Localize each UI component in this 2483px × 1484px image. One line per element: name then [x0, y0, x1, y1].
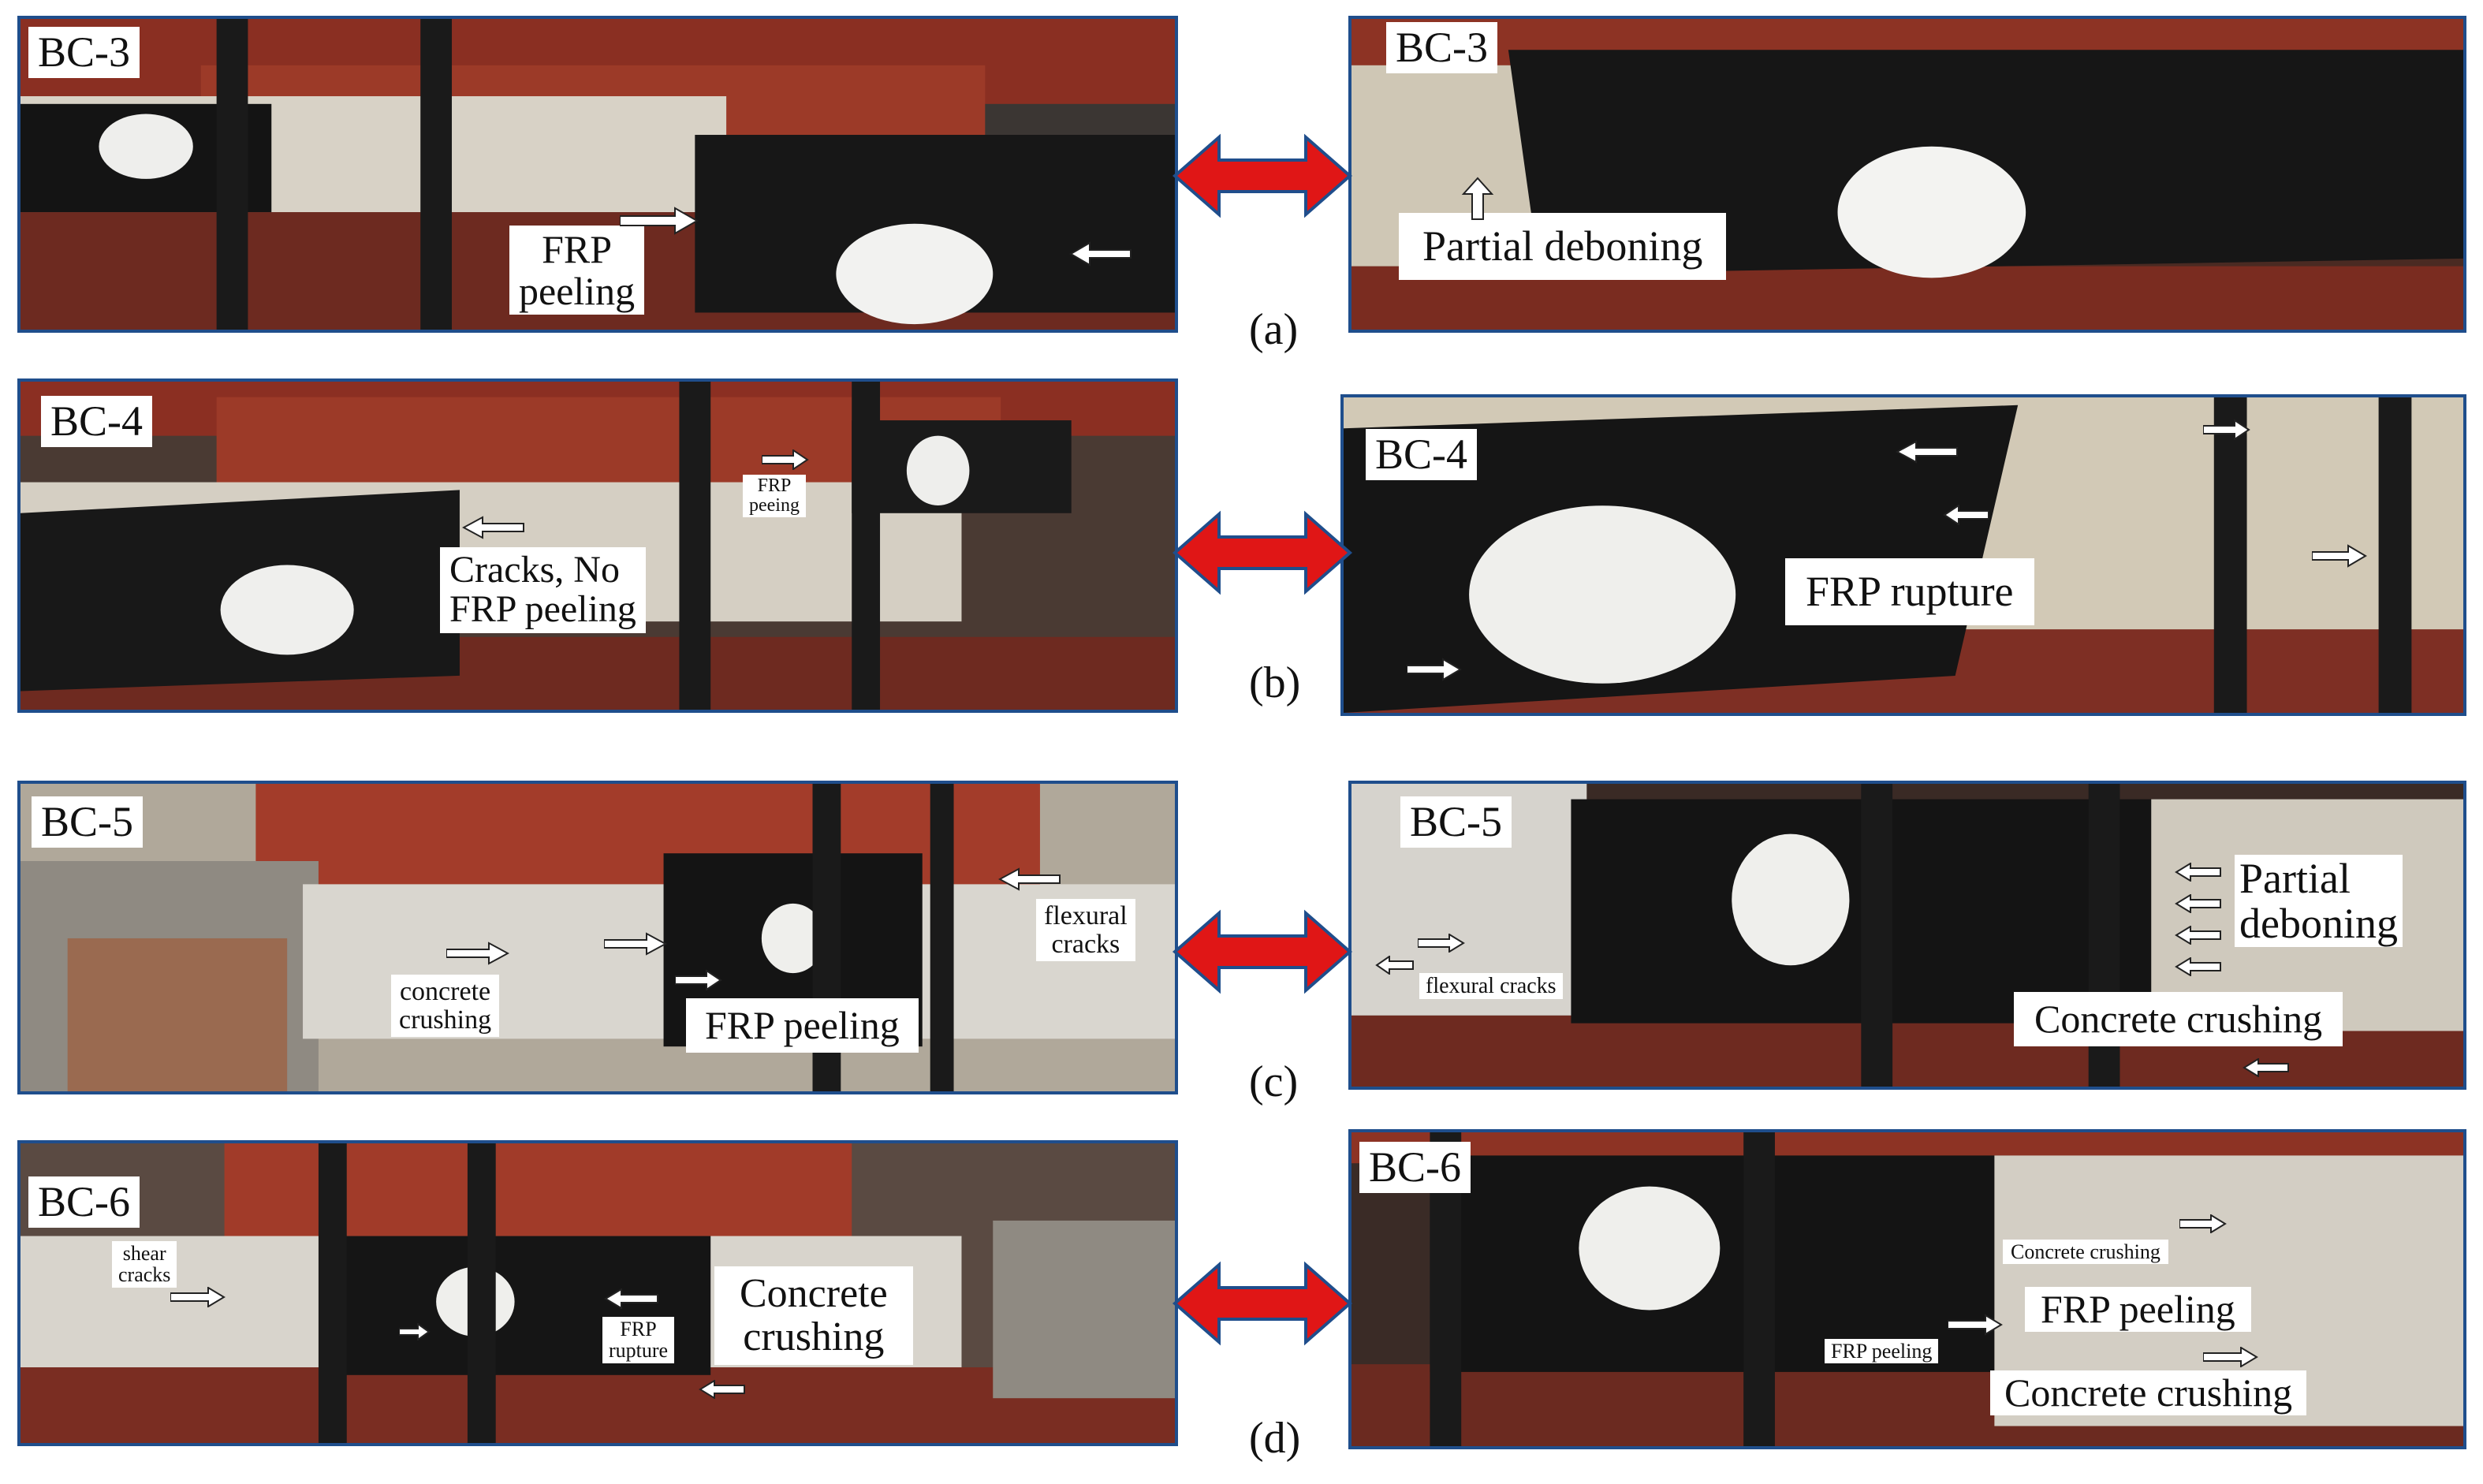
arrow-left-icon: [699, 1380, 745, 1399]
annotation-shear-cracks: shear cracks: [112, 1241, 177, 1288]
arrow-left-icon: [1069, 241, 1132, 267]
specimen-label: BC-6: [28, 1176, 140, 1228]
annotation-frp-peeling-small: FRP peeling: [1825, 1339, 1939, 1364]
specimen-label: BC-4: [1366, 429, 1478, 480]
arrow-right-icon: [399, 1323, 431, 1340]
photo-bc6-left: BC-6 shear cracks FRP rupture Concrete c…: [17, 1140, 1178, 1446]
subfigure-caption: (a): [1249, 305, 1299, 354]
arrow-left-icon: [998, 867, 1061, 891]
arrow-left-icon: [462, 516, 524, 539]
subfigure-caption: (d): [1249, 1414, 1301, 1463]
photo-bc6-right: BC-6 Concrete crushing FRP peeling FRP p…: [1348, 1129, 2466, 1449]
photo-bc3-left: BC-3 FRP peeling: [17, 16, 1178, 333]
arrow-left-icon: [2175, 957, 2221, 976]
photo-bc4-left: BC-4 Cracks, No FRP peeling FRP peeing: [17, 378, 1178, 713]
annotation-cracks-no-frp-peeling: Cracks, No FRP peeling: [440, 547, 646, 633]
annotation-partial-debonding: Partial deboning: [1399, 213, 1727, 280]
annotation-concrete-crushing: concrete crushing: [391, 975, 500, 1038]
specimen-label: BC-5: [32, 796, 144, 848]
subfigure-caption: (c): [1249, 1057, 1299, 1106]
arrow-right-icon: [762, 449, 809, 470]
arrow-left-icon: [2175, 894, 2221, 913]
annotation-frp-peeling: FRP peeling: [686, 998, 919, 1053]
arrow-left-icon: [604, 1288, 658, 1309]
annotation-frp-rupture: FRP rupture: [1785, 558, 2034, 625]
arrow-right-icon: [1948, 1314, 2003, 1336]
annotation-frp-peeling: FRP peeling: [2025, 1287, 2251, 1332]
specimen-label: BC-4: [41, 396, 153, 447]
arrow-right-icon: [604, 932, 667, 956]
arrow-right-icon: [170, 1287, 226, 1307]
arrow-right-icon: [675, 970, 722, 990]
arrow-up-icon: [1461, 177, 1494, 220]
specimen-label: BC-3: [1386, 22, 1498, 73]
arrow-left-icon: [2175, 926, 2221, 945]
annotation-frp-peeling: FRP peeling: [509, 226, 645, 315]
specimen-label: BC-3: [28, 27, 140, 78]
arrow-left-icon: [1943, 505, 1989, 525]
arrow-left-icon: [2175, 863, 2221, 882]
arrow-right-icon: [2203, 419, 2250, 440]
annotation-concrete-crushing-small: Concrete crushing: [2003, 1240, 2168, 1265]
annotation-partial-debonding: Partial deboning: [2235, 855, 2403, 948]
arrow-right-icon: [1418, 934, 1465, 953]
annotation-flexural-cracks: flexural cracks: [1036, 899, 1135, 962]
arrow-right-icon: [620, 207, 699, 235]
arrow-left-icon: [1896, 440, 1958, 464]
double-arrow-icon: [1172, 1261, 1353, 1346]
annotation-frp-peeing: FRP peeing: [743, 475, 806, 518]
arrow-right-icon: [2312, 544, 2367, 568]
double-arrow-icon: [1172, 510, 1353, 595]
photo-bc5-right: BC-5 Partial deboning Concrete crushing …: [1348, 781, 2466, 1090]
arrow-right-icon: [446, 941, 509, 965]
double-arrow-icon: [1172, 909, 1353, 994]
arrow-right-icon: [2179, 1214, 2227, 1233]
arrow-right-icon: [1407, 658, 1462, 681]
annotation-flexural-cracks: flexural cracks: [1419, 973, 1563, 1000]
annotation-concrete-crushing: Concrete crushing: [714, 1266, 913, 1366]
photo-bc5-left: BC-5 concrete crushing FRP peeling flexu…: [17, 781, 1178, 1094]
photo-bc4-right: BC-4 FRP rupture: [1340, 394, 2466, 716]
arrow-left-icon: [1375, 956, 1414, 975]
annotation-concrete-crushing: Concrete crushing: [1990, 1370, 2307, 1415]
annotation-frp-rupture: FRP rupture: [602, 1317, 675, 1363]
arrow-left-icon: [2243, 1058, 2289, 1077]
double-arrow-icon: [1172, 133, 1353, 218]
subfigure-caption: (b): [1249, 658, 1301, 707]
specimen-label: BC-5: [1400, 796, 1512, 848]
specimen-label: BC-6: [1359, 1142, 1471, 1193]
photo-bc3-right: BC-3 Partial deboning: [1348, 16, 2466, 333]
arrow-right-icon: [2203, 1347, 2258, 1367]
annotation-concrete-crushing: Concrete crushing: [2014, 992, 2343, 1046]
